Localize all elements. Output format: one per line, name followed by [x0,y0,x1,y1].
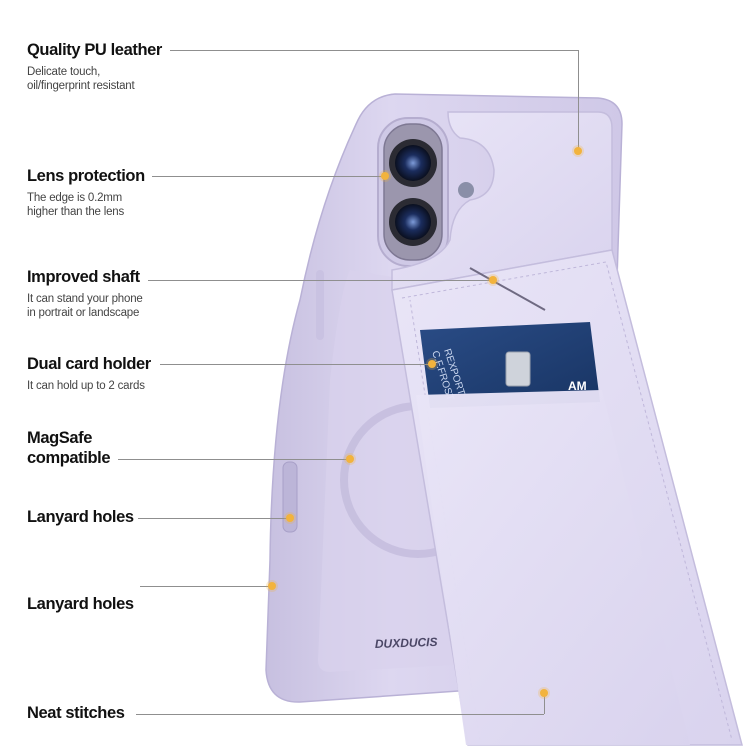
feature-quality-leather: Quality PU leather Delicate touch, oil/f… [27,40,162,93]
callout-dot-stitches [540,689,548,697]
feature-title: Dual card holder [27,355,151,373]
feature-title: Quality PU leather [27,41,162,59]
feature-lanyard-holes-2: Lanyard holes [27,594,134,614]
leader-line-leather-vertical [578,50,579,150]
feature-description-line: in portrait or landscape [27,307,140,319]
feature-title: MagSafe compatible [27,429,111,467]
leader-line-lens [152,176,384,177]
feature-title: Improved shaft [27,268,140,286]
callout-dot-lanyard-2 [268,582,276,590]
feature-lanyard-holes-1: Lanyard holes [27,507,134,527]
feature-title: Lanyard holes [27,508,134,526]
leader-line-leather [170,50,578,51]
leader-line-stitches-vertical [544,694,545,714]
camera-module [377,117,474,267]
leader-line-lanyard-1 [138,518,288,519]
feature-dual-card-holder: Dual card holder It can hold up to 2 car… [27,354,151,393]
callout-dot-card [428,360,436,368]
feature-improved-shaft: Improved shaft It can stand your phone i… [27,267,143,320]
feature-description-line: It can hold up to 2 cards [27,380,145,392]
callout-dot-magsafe [346,455,354,463]
feature-description: The edge is 0.2mm higher than the lens [27,191,145,219]
feature-magsafe: MagSafe compatible [27,428,117,468]
feature-description-line: It can stand your phone [27,293,143,305]
leader-line-lanyard-2 [140,586,270,587]
feature-description-line: oil/fingerprint resistant [27,80,135,92]
feature-title: Lens protection [27,167,145,185]
callout-dot-lens [381,172,389,180]
feature-description: It can hold up to 2 cards [27,379,151,393]
callout-dot-lanyard-1 [286,514,294,522]
leader-line-magsafe [118,459,348,460]
credit-card: C.F.FROST REXPORT AM [416,322,690,745]
leader-line-shaft [148,280,493,281]
feature-lens-protection: Lens protection The edge is 0.2mm higher… [27,166,145,219]
card-text-brand: AM [568,379,587,393]
feature-title: Neat stitches [27,704,125,722]
feature-title: Lanyard holes [27,595,134,613]
feature-description: It can stand your phone in portrait or l… [27,292,143,320]
leader-line-card [160,364,430,365]
feature-neat-stitches: Neat stitches [27,703,125,723]
feature-description: Delicate touch, oil/fingerprint resistan… [27,65,162,93]
leader-line-stitches [136,714,544,715]
callout-dot-leather [574,147,582,155]
brand-logo: DUXDUCIS [375,635,438,651]
feature-description-line: Delicate touch, [27,66,101,78]
callout-dot-shaft [489,276,497,284]
feature-description-line: The edge is 0.2mm [27,192,123,204]
feature-description-line: higher than the lens [27,206,125,218]
